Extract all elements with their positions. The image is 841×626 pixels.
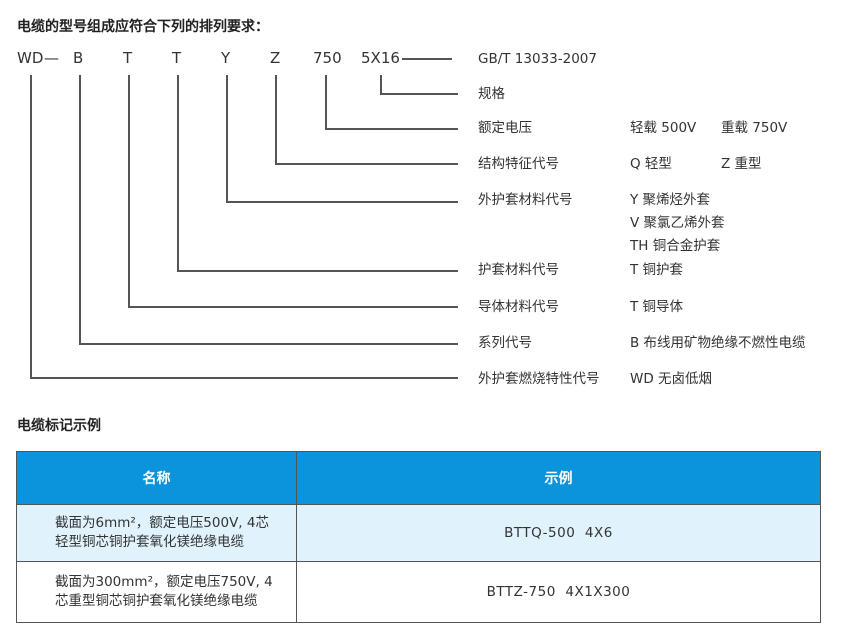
code-part-750: 750 xyxy=(313,49,342,67)
legend-value-series-b: B 布线用矿物绝缘不燃性电缆 xyxy=(630,335,806,351)
connector-wd-horizontal xyxy=(30,377,458,379)
code-part-t-sheath: T xyxy=(123,49,133,67)
code-part-y: Y xyxy=(221,49,231,67)
column-header-example: 示例 xyxy=(296,451,821,505)
code-part-5x16: 5X16 xyxy=(361,49,400,67)
legend-value-low-smoke: WD 无卤低烟 xyxy=(630,371,713,387)
section-title-examples: 电缆标记示例 xyxy=(17,418,101,434)
table-row: 截面为6mm²，额定电压500V, 4芯轻型铜芯铜护套氧化镁绝缘电缆 BTTQ-… xyxy=(16,504,821,562)
legend-value-copper-sheath: T 铜护套 xyxy=(630,262,684,278)
legend-value-pvc: V 聚氯乙烯外套 xyxy=(630,215,725,231)
cell-name: 截面为6mm²，额定电压500V, 4芯轻型铜芯铜护套氧化镁绝缘电缆 xyxy=(16,504,297,562)
table-row: 截面为300mm²，额定电压750V, 4芯重型铜芯铜护套氧化镁绝缘电缆 BTT… xyxy=(16,561,821,623)
cell-example: BTTZ-750 4X1X300 xyxy=(296,561,821,623)
code-part-wd: WD xyxy=(17,49,44,67)
legend-value-light-voltage: 轻载 500V xyxy=(630,120,697,136)
code-part-b: B xyxy=(73,49,84,67)
column-header-name: 名称 xyxy=(16,451,297,505)
connector-750-vertical xyxy=(325,75,327,129)
legend-label-conductor: 导体材料代号 xyxy=(478,299,559,315)
legend-value-light-type: Q 轻型 xyxy=(630,156,672,172)
legend-label-voltage: 额定电压 xyxy=(478,120,532,136)
legend-value-heavy-voltage: 重载 750V xyxy=(721,120,788,136)
table-header-row: 名称 示例 xyxy=(16,451,821,505)
connector-y-vertical xyxy=(226,75,228,202)
connector-750-horizontal xyxy=(325,128,458,130)
connector-5x16-horizontal xyxy=(380,93,458,95)
legend-value-copper-alloy: TH 铜合金护套 xyxy=(630,238,721,254)
legend-value-polyolefin: Y 聚烯烃外套 xyxy=(630,192,711,208)
legend-value-heavy-type: Z 重型 xyxy=(721,156,762,172)
connector-wd-vertical xyxy=(30,75,32,378)
legend-label-fire-property: 外护套燃烧特性代号 xyxy=(478,371,600,387)
cable-marking-table: 名称 示例 截面为6mm²，额定电压500V, 4芯轻型铜芯铜护套氧化镁绝缘电缆… xyxy=(16,451,821,623)
connector-t-conductor-horizontal xyxy=(128,306,458,308)
connector-y-horizontal xyxy=(226,201,458,203)
code-part-t-conductor: T xyxy=(172,49,182,67)
connector-t-sheath-horizontal xyxy=(177,270,458,272)
connector-t-conductor-vertical xyxy=(128,75,130,307)
cell-example: BTTQ-500 4X6 xyxy=(296,504,821,562)
legend-label-sheath-material: 护套材料代号 xyxy=(478,262,559,278)
connector-z-horizontal xyxy=(275,163,458,165)
standard-dash-line xyxy=(402,58,452,60)
connector-b-horizontal xyxy=(79,343,458,345)
page-title: 电缆的型号组成应符合下列的排列要求： xyxy=(17,19,269,35)
connector-t-sheath-vertical xyxy=(177,75,179,271)
connector-5x16-vertical xyxy=(380,75,382,94)
standard-label: GB/T 13033-2007 xyxy=(478,51,597,67)
code-separator: — xyxy=(44,49,59,67)
legend-value-copper-conductor: T 铜导体 xyxy=(630,299,684,315)
code-part-z: Z xyxy=(270,49,281,67)
cell-name: 截面为300mm²，额定电压750V, 4芯重型铜芯铜护套氧化镁绝缘电缆 xyxy=(16,561,297,623)
connector-z-vertical xyxy=(275,75,277,164)
legend-label-spec: 规格 xyxy=(478,86,505,102)
legend-label-outer-sheath: 外护套材料代号 xyxy=(478,192,573,208)
legend-label-structure: 结构特征代号 xyxy=(478,156,559,172)
connector-b-vertical xyxy=(79,75,81,344)
legend-label-series: 系列代号 xyxy=(478,335,532,351)
